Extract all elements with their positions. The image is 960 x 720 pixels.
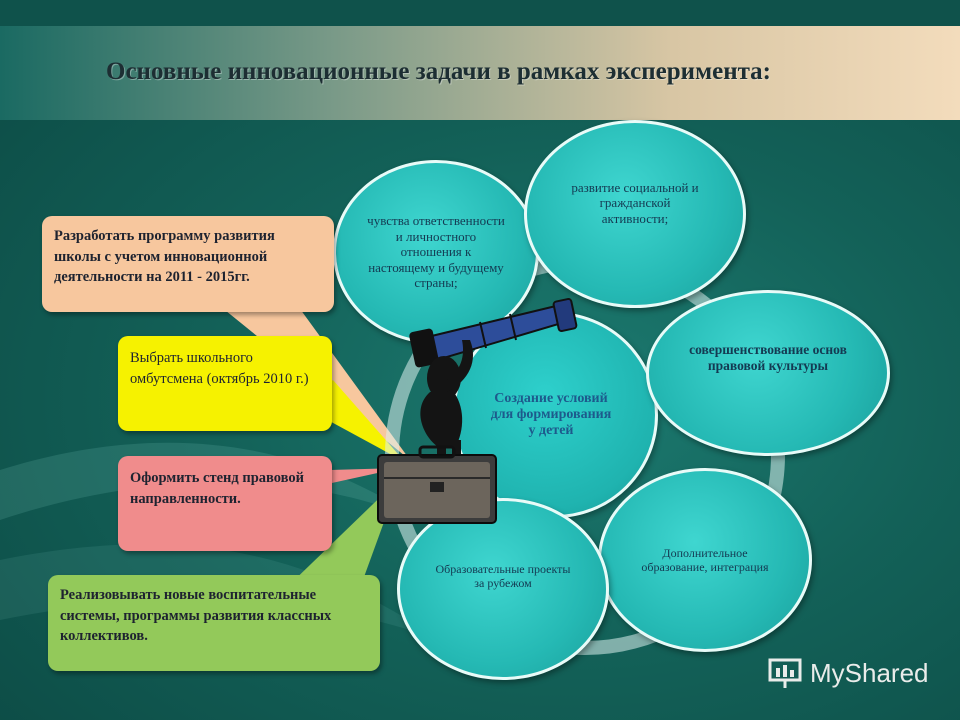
circle-projects-abroad-label: Образовательные проекты за рубежом	[435, 561, 571, 590]
top-strip	[0, 0, 960, 26]
task-program-text: Разработать программу развития школы с у…	[54, 228, 275, 286]
task-ombudsman-box: Выбрать школьного омбутсмена (октябрь 20…	[118, 336, 332, 431]
presentation-icon	[768, 658, 802, 688]
circle-legal-culture-label: совершенствование основ правовой культур…	[689, 341, 847, 373]
circle-social-activity-label: развитие социальной и гражданской активн…	[571, 179, 699, 226]
slide-title: Основные инновационные задачи в рамках э…	[106, 58, 772, 85]
task-stand-box: Оформить стенд правовой направленности.	[118, 456, 332, 551]
task-ombudsman-text: Выбрать школьного омбутсмена (октябрь 20…	[130, 350, 309, 387]
circle-additional-education: Дополнительное образование, интеграция	[598, 468, 812, 652]
task-systems-text: Реализовывать новые воспитательные систе…	[60, 587, 332, 645]
center-label: Создание условий для формирования у дете…	[490, 390, 612, 439]
circle-social-activity: развитие социальной и гражданской активн…	[524, 120, 746, 308]
watermark-text: MyShared	[810, 657, 929, 688]
circle-responsibility-label: чувства ответственности и личностного от…	[367, 213, 505, 291]
circle-additional-education-label: Дополнительное образование, интеграция	[641, 545, 769, 574]
watermark-logo: MyShared	[768, 656, 929, 690]
circle-legal-culture: совершенствование основ правовой культур…	[646, 290, 890, 456]
circle-projects-abroad: Образовательные проекты за рубежом	[397, 498, 609, 680]
task-stand-text: Оформить стенд правовой направленности.	[130, 470, 304, 507]
task-systems-box: Реализовывать новые воспитательные систе…	[48, 575, 380, 671]
task-program-box: Разработать программу развития школы с у…	[42, 216, 334, 312]
title-bar	[0, 26, 960, 120]
circle-responsibility: чувства ответственности и личностного от…	[333, 160, 539, 344]
